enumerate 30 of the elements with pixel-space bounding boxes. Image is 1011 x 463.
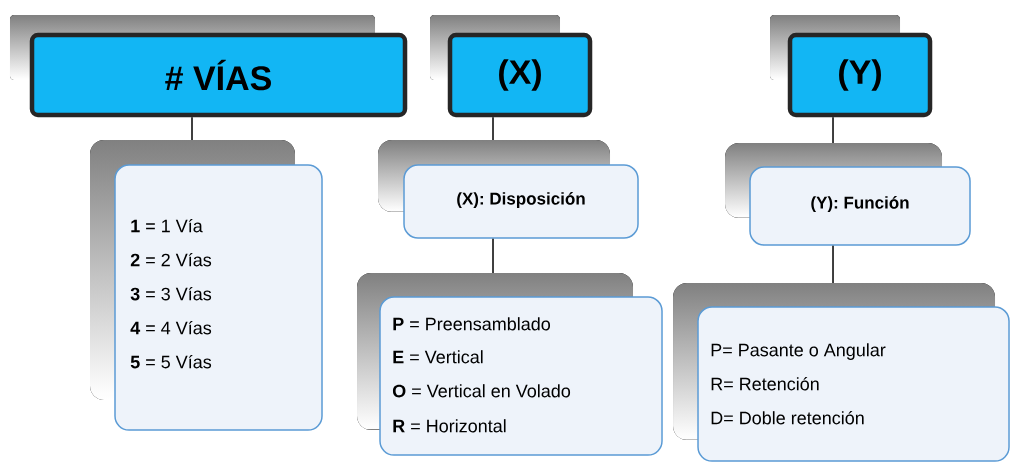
list-item: 5 = 5 Vías xyxy=(130,354,212,369)
heading: (X): Disposición xyxy=(457,192,585,208)
heading: (Y) xyxy=(839,59,881,91)
connector-line xyxy=(832,245,834,284)
list-item: O = Vertical en Volado xyxy=(392,384,571,398)
list-item: R = Horizontal xyxy=(393,419,506,433)
list-item: D= Doble retención xyxy=(711,410,864,425)
list-item: E = Vertical xyxy=(393,350,483,364)
connector-line xyxy=(492,238,494,274)
heading: (X) xyxy=(499,59,541,91)
heading: # VÍAS xyxy=(165,59,271,91)
list-item: P= Pasante o Angular xyxy=(711,343,886,360)
list-item: 4 = 4 Vías xyxy=(130,320,212,335)
list-item: 3 = 3 Vías xyxy=(130,286,212,301)
connector-line xyxy=(492,116,494,141)
header-box xyxy=(10,15,408,118)
connector-line xyxy=(191,116,193,141)
list-item: 2 = 2 Vías xyxy=(130,252,212,267)
list-box xyxy=(357,273,663,456)
heading: (Y): Función xyxy=(811,196,909,212)
header-box xyxy=(430,15,593,118)
list-item: R= Retención xyxy=(711,376,819,391)
title-box xyxy=(725,143,971,246)
list-item: P = Preensamblado xyxy=(393,317,550,331)
title-box xyxy=(378,140,639,239)
header-box xyxy=(770,15,933,118)
list-box xyxy=(673,283,1010,462)
list-item: 1 = 1 Vía xyxy=(131,218,203,233)
list-box xyxy=(90,140,323,431)
connector-line xyxy=(832,116,834,144)
